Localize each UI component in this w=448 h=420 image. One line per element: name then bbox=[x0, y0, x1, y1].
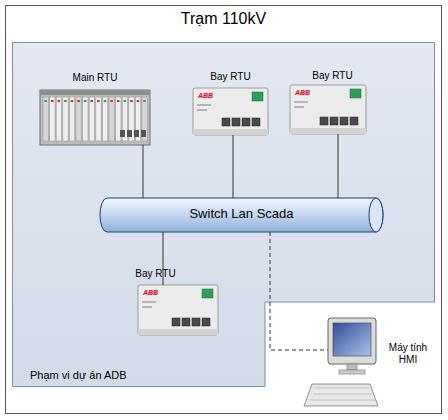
scope-area bbox=[13, 43, 435, 387]
rack-port bbox=[120, 130, 125, 137]
brand-logo: ABB bbox=[143, 289, 158, 296]
rack-card bbox=[76, 97, 81, 141]
brand-logo: ABB bbox=[198, 92, 213, 99]
rtu-text-line bbox=[294, 106, 304, 108]
bay-rtu: Bay RTUABB bbox=[193, 88, 268, 135]
device-heading: Bay RTU bbox=[173, 71, 288, 83]
brand-logo: ABB bbox=[295, 89, 310, 96]
rack-port bbox=[134, 130, 139, 137]
rack-body bbox=[40, 90, 150, 145]
card-led bbox=[77, 100, 80, 102]
rack-card bbox=[63, 97, 68, 141]
rack-port bbox=[141, 130, 146, 137]
keyboard-keys bbox=[309, 388, 375, 400]
rtu-port bbox=[320, 117, 328, 125]
switch-body bbox=[100, 198, 383, 232]
card-led bbox=[97, 100, 100, 102]
rtu-text-line bbox=[197, 109, 207, 111]
rtu-base bbox=[193, 129, 268, 135]
rtu-port bbox=[172, 318, 180, 326]
card-led bbox=[71, 100, 74, 102]
frame-border bbox=[6, 6, 442, 414]
rack-card bbox=[56, 97, 61, 141]
rtu-port bbox=[242, 118, 250, 126]
rtu-port bbox=[350, 117, 358, 125]
rtu-port bbox=[330, 117, 338, 125]
card-led bbox=[51, 100, 54, 102]
rtu-body bbox=[290, 85, 366, 134]
lan-switch: Switch Lan Scada bbox=[100, 198, 383, 232]
keyboard bbox=[304, 384, 378, 406]
rtu-text-line bbox=[294, 101, 308, 103]
rack-card bbox=[69, 97, 74, 141]
hmi-computer: Máy tính HMI bbox=[328, 318, 376, 374]
card-led bbox=[64, 100, 67, 102]
bay-rtu: Bay RTUABB bbox=[290, 85, 366, 134]
card-led bbox=[137, 100, 140, 102]
rtu-body bbox=[193, 88, 268, 135]
device-heading: Bay RTU bbox=[275, 70, 390, 82]
monitor-body bbox=[328, 318, 376, 364]
rtu-indicator bbox=[350, 89, 361, 98]
scope-label: Phạm vi dự án ADB bbox=[30, 369, 230, 382]
rtu-base bbox=[290, 128, 366, 134]
main-rtu: Main RTU bbox=[40, 90, 150, 145]
device-heading: Bay RTU bbox=[98, 268, 213, 280]
card-led bbox=[143, 100, 146, 102]
bay-rtu: Bay RTUABB bbox=[138, 285, 218, 335]
rtu-base bbox=[138, 329, 218, 335]
card-led bbox=[110, 100, 113, 102]
rtu-indicator bbox=[202, 289, 213, 298]
card-led bbox=[104, 100, 107, 102]
rtu-port bbox=[340, 117, 348, 125]
monitor-base bbox=[339, 370, 365, 374]
rtu-text-line bbox=[142, 306, 152, 308]
network-cable bbox=[163, 232, 164, 285]
rack-card bbox=[50, 97, 55, 141]
card-led bbox=[124, 100, 127, 102]
rtu-port bbox=[252, 118, 260, 126]
switch-end bbox=[369, 198, 383, 232]
monitor-screen bbox=[333, 323, 371, 356]
rack-card bbox=[43, 97, 48, 141]
rack-top bbox=[40, 90, 150, 95]
rack-card bbox=[102, 97, 107, 141]
rtu-port bbox=[192, 318, 200, 326]
rtu-port bbox=[182, 318, 190, 326]
card-led bbox=[117, 100, 120, 102]
rack-card bbox=[142, 97, 147, 141]
computer-label: Máy tính HMI bbox=[384, 342, 432, 365]
rtu-port bbox=[202, 318, 210, 326]
network-cable bbox=[338, 134, 339, 198]
rack-port bbox=[127, 130, 132, 137]
card-led bbox=[91, 100, 94, 102]
card-led bbox=[58, 100, 61, 102]
station-title: Trạm 110kV bbox=[5, 10, 442, 28]
switch-label: Switch Lan Scada bbox=[100, 207, 383, 222]
rtu-port bbox=[232, 118, 240, 126]
card-led bbox=[130, 100, 133, 102]
device-heading: Main RTU bbox=[20, 72, 170, 84]
station-frame: Trạm 110kVPhạm vi dự án ADBMain RTUBay R… bbox=[5, 5, 442, 414]
rack-card bbox=[109, 97, 114, 141]
rack-card bbox=[83, 97, 88, 141]
card-led bbox=[84, 100, 87, 102]
rack-card bbox=[89, 97, 94, 141]
rtu-text-line bbox=[197, 104, 211, 106]
rtu-indicator bbox=[252, 92, 263, 101]
card-led bbox=[44, 100, 47, 102]
network-cable bbox=[143, 145, 144, 198]
rtu-body bbox=[138, 285, 218, 335]
rtu-text-line bbox=[142, 301, 156, 303]
monitor-stand bbox=[347, 364, 357, 370]
network-cable bbox=[270, 232, 328, 350]
network-cable bbox=[233, 135, 234, 198]
rack-card bbox=[96, 97, 101, 141]
pc-shape bbox=[328, 318, 376, 374]
rack-shape bbox=[40, 90, 150, 145]
rtu-port bbox=[222, 118, 230, 126]
